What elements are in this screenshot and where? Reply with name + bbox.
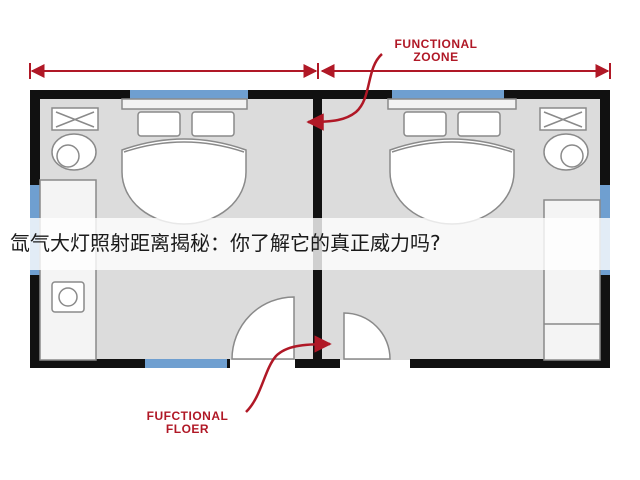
window-top-right (392, 90, 504, 99)
window-top-left (130, 90, 248, 99)
annotation-line: ZOONE (413, 50, 459, 64)
pillow-icon (137, 111, 181, 137)
headboard-left (121, 98, 248, 110)
headboard-right (387, 98, 517, 110)
sheet-fold (391, 141, 513, 153)
window-bottom-left (145, 359, 227, 368)
pillow-icon (457, 111, 501, 137)
right-room-furniture (343, 98, 601, 361)
annotation-line: FUFCTIONAL (146, 409, 229, 423)
nightstand-cross (55, 111, 95, 128)
curved-pointer-arrow-top (306, 53, 383, 131)
functional-floor-annotation: FUFCTIONAL FLOER (120, 410, 255, 436)
bed-icon (121, 138, 247, 225)
armchair-seat (56, 144, 80, 168)
pillow-icon (191, 111, 235, 137)
bed-icon (389, 138, 515, 225)
dimension-arrows (29, 63, 611, 79)
annotation-line: FUNCTIONAL (394, 37, 478, 51)
bottom-wall-right (410, 359, 610, 368)
functional-zone-annotation: FUNCTIONAL ZOONE (366, 38, 506, 64)
left-room-furniture (39, 98, 295, 361)
counter-left (39, 179, 97, 361)
pillow-icon (403, 111, 447, 137)
banner-title: 氙气大灯照射距离揭秘：你了解它的真正威力吗? (10, 231, 441, 255)
curved-pointer-arrow-bottom (245, 335, 332, 413)
armchair-seat (560, 144, 584, 168)
bottom-wall-center (295, 359, 340, 368)
sheet-fold (123, 141, 245, 153)
bottom-wall-left (30, 359, 230, 368)
title-banner (0, 218, 640, 270)
door-swing-icon (231, 296, 295, 360)
annotation-line: FLOER (165, 422, 210, 436)
door-swing-icon (343, 312, 391, 360)
sink-drain (58, 287, 78, 307)
nightstand-cross (543, 111, 583, 128)
